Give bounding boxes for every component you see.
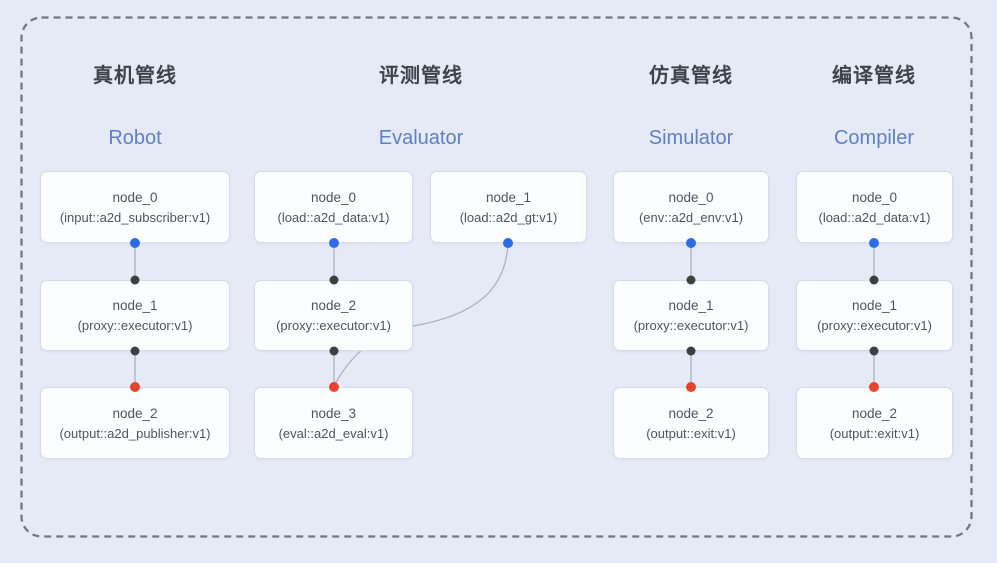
node-title: node_1 (668, 298, 714, 313)
node-title: node_0 (310, 189, 357, 205)
node-title: node_1 (485, 189, 532, 205)
output-port-icon (130, 238, 140, 248)
node-type: (proxy::executor:v1) (633, 318, 749, 333)
graph-node-simulator-node0[interactable]: node_0 (env::a2d_env:v1) (613, 171, 769, 243)
node-type: (eval::a2d_eval:v1) (278, 425, 389, 441)
graph-node-robot-node2[interactable]: node_2 (output::a2d_publisher:v1) (40, 387, 230, 459)
node-title: node_2 (668, 405, 714, 421)
graph-node-compiler-node2[interactable]: node_2 (output::exit:v1) (796, 387, 953, 459)
node-type: (load::a2d_data:v1) (277, 209, 390, 225)
graph-node-simulator-node2[interactable]: node_2 (output::exit:v1) (613, 387, 769, 459)
node-type: (output::exit:v1) (646, 425, 736, 441)
final-input-port-icon (686, 382, 696, 392)
graph-node-compiler-node1[interactable]: node_1 (proxy::executor:v1) (796, 280, 953, 351)
pipeline-title-simulator-zh: 仿真管线 (649, 65, 733, 87)
node-type: (proxy::executor:v1) (817, 318, 932, 333)
node-type: (output::exit:v1) (829, 425, 920, 441)
graph-node-evaluator-node0[interactable]: node_0 (load::a2d_data:v1) (254, 171, 413, 243)
pipeline-title-evaluator-zh: 评测管线 (379, 65, 463, 87)
node-type: (load::a2d_gt:v1) (459, 209, 558, 225)
edge-curve (333, 242, 509, 387)
input-port-icon (686, 275, 696, 285)
input-port-icon (869, 275, 879, 285)
node-title: node_2 (310, 298, 357, 313)
node-title: node_2 (112, 405, 158, 421)
output-port-icon (686, 346, 696, 356)
input-port-icon (329, 275, 339, 285)
graph-node-evaluator-node1[interactable]: node_1 (load::a2d_gt:v1) (430, 171, 587, 243)
final-input-port-icon (329, 382, 339, 392)
output-port-icon (869, 346, 879, 356)
pipeline-subtitle-robot: Robot (108, 127, 162, 149)
node-title: node_0 (112, 189, 158, 205)
final-input-port-icon (130, 382, 140, 392)
graph-node-evaluator-node3[interactable]: node_3 (eval::a2d_eval:v1) (254, 387, 413, 459)
node-title: node_1 (112, 298, 158, 313)
node-title: node_0 (851, 189, 898, 205)
pipeline-title-robot-zh: 真机管线 (93, 65, 177, 87)
graph-node-robot-node0[interactable]: node_0 (input::a2d_subscriber:v1) (40, 171, 230, 243)
output-port-icon (869, 238, 879, 248)
node-type: (proxy::executor:v1) (276, 318, 391, 333)
output-port-icon (329, 238, 339, 248)
node-type: (env::a2d_env:v1) (638, 209, 744, 225)
node-type: (proxy::executor:v1) (77, 318, 193, 333)
graph-node-compiler-node0[interactable]: node_0 (load::a2d_data:v1) (796, 171, 953, 243)
final-input-port-icon (869, 382, 879, 392)
node-type: (load::a2d_data:v1) (818, 209, 931, 225)
dashed-border (20, 16, 973, 538)
pipeline-title-compiler-zh: 编译管线 (832, 65, 916, 87)
node-type: (output::a2d_publisher:v1) (59, 425, 211, 441)
graph-node-robot-node1[interactable]: node_1 (proxy::executor:v1) (40, 280, 230, 351)
node-type: (input::a2d_subscriber:v1) (59, 209, 211, 225)
node-title: node_3 (310, 405, 357, 421)
output-port-icon (686, 238, 696, 248)
graph-node-evaluator-node2[interactable]: node_2 (proxy::executor:v1) (254, 280, 413, 351)
output-port-icon (130, 346, 140, 356)
graph-node-simulator-node1[interactable]: node_1 (proxy::executor:v1) (613, 280, 769, 351)
input-port-icon (130, 275, 140, 285)
pipeline-subtitle-simulator: Simulator (648, 127, 734, 149)
output-port-icon (329, 346, 339, 356)
pipeline-subtitle-evaluator: Evaluator (378, 127, 464, 149)
node-title: node_0 (668, 189, 714, 205)
pipeline-subtitle-compiler: Compiler (833, 127, 915, 149)
output-port-icon (503, 238, 513, 248)
node-title: node_1 (851, 298, 898, 313)
node-title: node_2 (851, 405, 898, 421)
